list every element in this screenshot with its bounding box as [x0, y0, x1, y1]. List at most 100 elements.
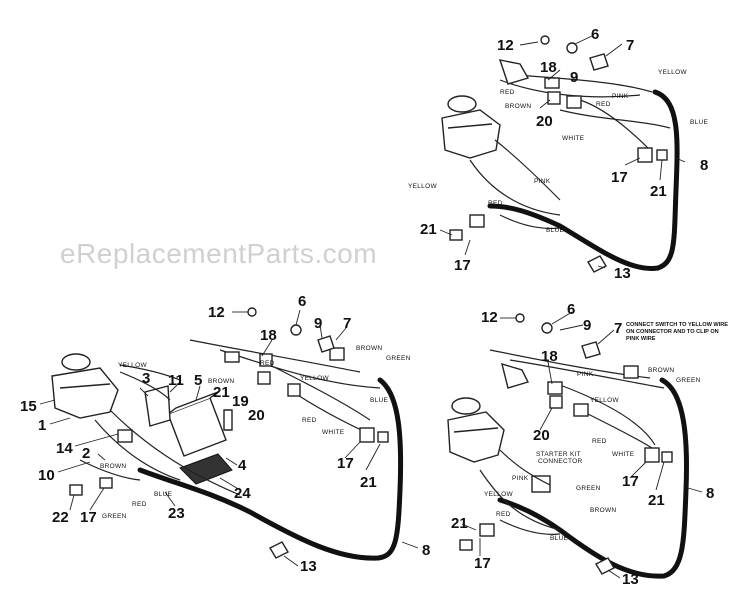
left-callout: 20 [248, 407, 265, 424]
left-callout: 10 [38, 467, 55, 484]
right-harness-cable [497, 377, 690, 579]
starter-kit-label: STARTER KIT [536, 451, 581, 458]
left-wire-label: BLUE [370, 397, 389, 404]
left-wire-label: BLUE [154, 491, 173, 498]
right-ignition-7 [581, 341, 601, 359]
right-wire-label: RED [496, 511, 511, 518]
left-wire-label: BROWN [356, 345, 382, 352]
top-callout: 13 [614, 265, 631, 282]
top-callout: 12 [497, 37, 514, 54]
right-wire-label: GREEN [676, 377, 701, 384]
top-wire-label: BROWN [505, 103, 531, 110]
left-ignition-7 [317, 335, 335, 353]
right-wire-label: GREEN [576, 485, 601, 492]
top-callout: 21 [420, 221, 437, 238]
left-callout: 24 [234, 485, 251, 502]
left-wire-label: BROWN [100, 463, 126, 470]
top-callout: 17 [454, 257, 471, 274]
left-callout: 22 [52, 509, 69, 526]
left-callout: 3 [142, 370, 150, 387]
left-callout: 19 [232, 393, 249, 410]
top-wire-label: PINK [612, 93, 629, 100]
starter-kit-connector [531, 475, 551, 493]
right-instruction-note: CONNECT SWITCH TO YELLOW WIRE [626, 322, 728, 328]
top-wire-label: BLUE [546, 227, 565, 234]
right-wire-label: RED [592, 438, 607, 445]
top-wire-label: RED [596, 101, 611, 108]
left-callout: 12 [208, 304, 225, 321]
right-callout: 7 [614, 320, 622, 337]
right-instruction-note: ON CONNECTOR AND TO CLIP ON [626, 329, 719, 335]
left-callout: 14 [56, 440, 73, 457]
left-switch-17 [359, 427, 375, 443]
top-callout: 20 [536, 113, 553, 130]
right-callout: 9 [583, 317, 591, 334]
right-switch-17 [644, 447, 660, 463]
left-wire-label: WHITE [322, 429, 345, 436]
top-callout: 6 [591, 26, 599, 43]
right-callout: 20 [533, 427, 550, 444]
diagram-right: 12 6 9 7 18 20 17 21 8 21 17 13 CONNECT … [447, 301, 728, 588]
left-callout: 8 [422, 542, 430, 559]
right-callout: 8 [706, 485, 714, 502]
left-harness-cable [137, 377, 404, 561]
left-engine [51, 353, 119, 419]
top-connector-18 [544, 77, 560, 89]
top-callout: 8 [700, 157, 708, 174]
top-wire-label: RED [500, 89, 515, 96]
right-callout: 21 [451, 515, 468, 532]
right-engine [447, 397, 505, 463]
left-wire-label: YELLOW [300, 375, 329, 382]
right-callout: 18 [541, 348, 558, 365]
left-callout: 4 [238, 457, 247, 474]
top-callout: 17 [611, 169, 628, 186]
right-wire-label: BROWN [590, 507, 616, 514]
left-callout: 7 [343, 315, 351, 332]
left-wire-label: BROWN [208, 378, 234, 385]
left-callout: 2 [82, 445, 90, 462]
right-callout: 12 [481, 309, 498, 326]
left-callout: 1 [38, 417, 46, 434]
left-wire-label: GREEN [102, 513, 127, 520]
left-callout: 18 [260, 327, 277, 344]
left-callout: 17 [337, 455, 354, 472]
top-callout: 9 [570, 69, 578, 86]
left-callout: 6 [298, 293, 306, 310]
right-instruction-note: PINK WIRE [626, 336, 656, 342]
left-callout: 21 [213, 384, 230, 401]
top-callout: 7 [626, 37, 634, 54]
right-callout: 6 [567, 301, 575, 318]
right-wire-label: PINK [577, 371, 594, 378]
right-wire-label: YELLOW [484, 491, 513, 498]
left-callout: 17 [80, 509, 97, 526]
right-wire-label: YELLOW [590, 397, 619, 404]
right-callout: 21 [648, 492, 665, 509]
diagram-left: 12 6 9 7 18 3 11 5 21 19 20 15 1 14 10 2… [20, 293, 430, 575]
left-wire-label: RED [260, 360, 275, 367]
right-callout: 17 [622, 473, 639, 490]
left-wire-label: YELLOW [118, 362, 147, 369]
left-callout: 21 [360, 474, 377, 491]
top-harness-cable [487, 89, 680, 271]
top-wire-label: YELLOW [408, 183, 437, 190]
left-callout: 9 [314, 315, 322, 332]
left-callout: 5 [194, 372, 202, 389]
left-battery [167, 391, 227, 457]
right-wire-label: BROWN [648, 367, 674, 374]
left-battery-tray [179, 453, 233, 485]
top-wire-label: BLUE [690, 119, 709, 126]
right-wire-label: BLUE [550, 535, 569, 542]
top-wire-label: YELLOW [658, 69, 687, 76]
top-ignition-7 [589, 53, 609, 71]
right-callout: 13 [622, 571, 639, 588]
left-callout: 15 [20, 398, 37, 415]
watermark-text: eReplacementParts.com [60, 238, 378, 269]
top-callout: 18 [540, 59, 557, 76]
left-wire-label: GREEN [386, 355, 411, 362]
top-engine [441, 95, 501, 159]
left-callout: 11 [168, 372, 184, 389]
left-callout: 13 [300, 558, 317, 575]
top-callout: 21 [650, 183, 667, 200]
